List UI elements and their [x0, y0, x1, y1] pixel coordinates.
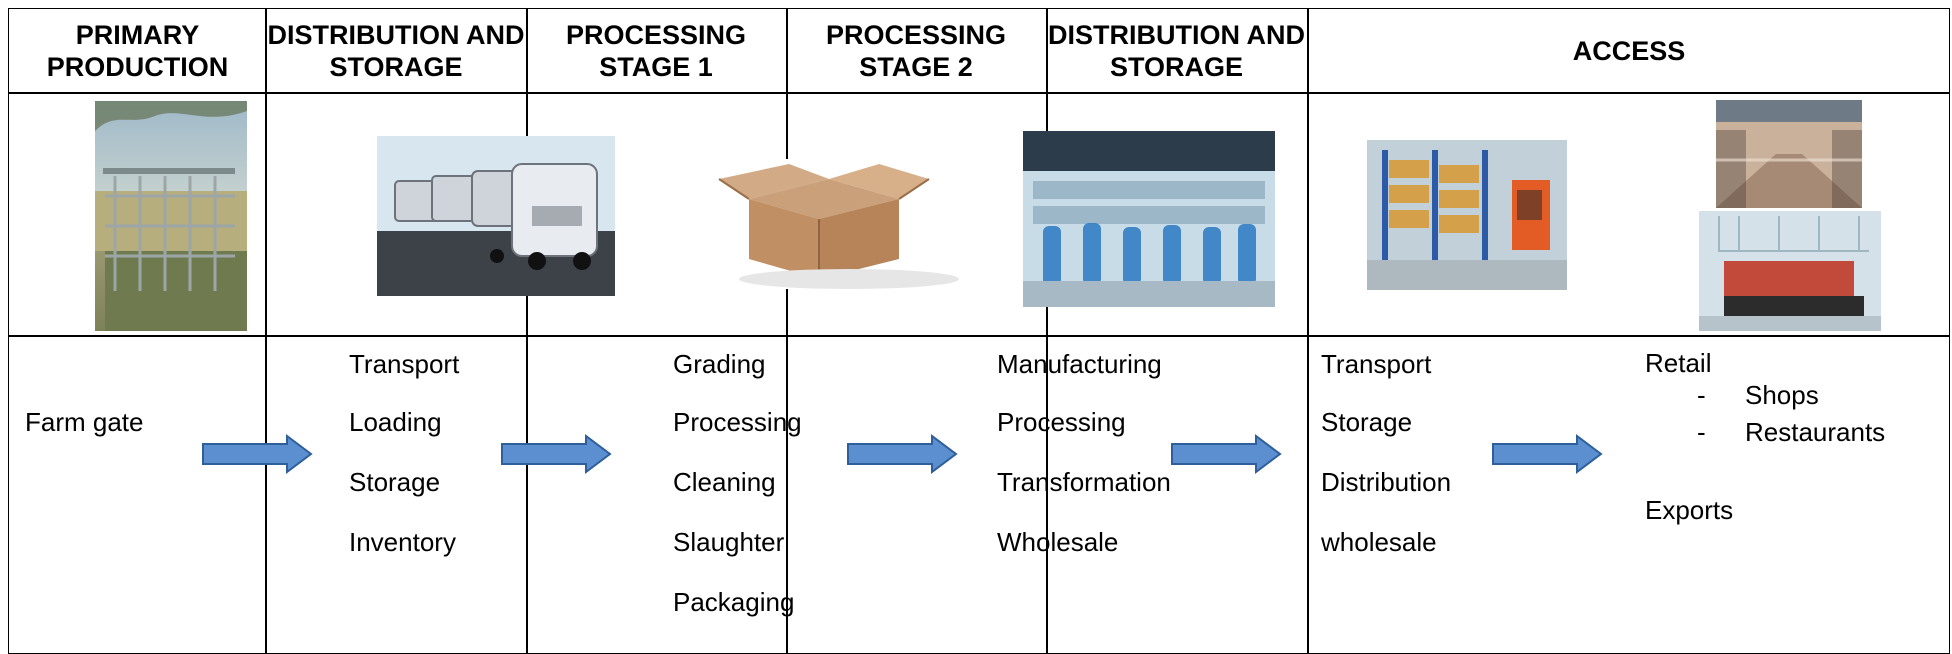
mall-illustration: [1716, 100, 1862, 208]
col5-item-text: Transport: [1321, 349, 1432, 379]
col5-item-text: wholesale: [1321, 527, 1437, 557]
flow-arrow-5: [1492, 434, 1603, 474]
header-distribution-storage-1: DISTRIBUTION AND STORAGE: [266, 9, 526, 93]
header-text: DISTRIBUTION AND STORAGE: [1048, 20, 1305, 82]
header-access: ACCESS: [1307, 9, 1951, 93]
column-divider: [1046, 9, 1048, 653]
trucks-image: [377, 136, 615, 296]
col5-item-text: Storage: [1321, 407, 1413, 437]
col3-item: Grading: [673, 349, 766, 379]
col5-item: Transport: [1321, 349, 1431, 379]
header-distribution-storage-2: DISTRIBUTION AND STORAGE: [1046, 9, 1307, 93]
column-divider: [526, 9, 528, 653]
col5-item: Storage: [1321, 407, 1412, 437]
factory-illustration: [1023, 131, 1275, 307]
col3-item: Slaughter: [673, 527, 784, 557]
retail-subitem: Shops: [1745, 380, 1819, 410]
farm-gate-illustration: [95, 101, 247, 331]
col2-item-text: Loading: [349, 407, 442, 437]
column-divider: [1307, 9, 1309, 653]
col5-item-text: Distribution: [1321, 467, 1452, 497]
col3-item-text: Grading: [673, 349, 766, 379]
row-divider: [9, 335, 1949, 337]
ship-illustration: [1699, 211, 1881, 331]
bullet-text: -: [1697, 380, 1706, 410]
col1-text: Farm gate: [25, 407, 144, 437]
column-divider: [265, 9, 267, 653]
col2-item: Storage: [349, 467, 440, 497]
header-processing-stage-1: PROCESSING STAGE 1: [526, 9, 786, 93]
header-primary-production: PRIMARY PRODUCTION: [9, 9, 266, 93]
exports-label: Exports: [1645, 495, 1733, 525]
export-ship-image: [1699, 211, 1881, 331]
retail-bullet: -: [1697, 417, 1706, 447]
arrow-shape: [501, 434, 612, 474]
col4-item: Manufacturing: [997, 349, 1162, 379]
col3-item: Cleaning: [673, 467, 776, 497]
flow-arrow-2: [501, 434, 612, 474]
col2-item-text: Inventory: [349, 527, 456, 557]
warehouse-image: [1367, 140, 1567, 290]
column-divider: [786, 9, 788, 653]
exports-text: Exports: [1645, 495, 1734, 525]
retail-subitem-text: Restaurants: [1745, 417, 1886, 447]
retail-bullet: -: [1697, 380, 1706, 410]
flow-arrow-1: [202, 434, 313, 474]
col4-item: Processing: [997, 407, 1126, 437]
header-text: DISTRIBUTION AND STORAGE: [267, 20, 525, 82]
flow-arrow-3: [847, 434, 958, 474]
col4-item: Transformation: [997, 467, 1171, 497]
col4-item-text: Manufacturing: [997, 349, 1162, 379]
col2-item: Inventory: [349, 527, 456, 557]
header-processing-stage-2: PROCESSING STAGE 2: [786, 9, 1046, 93]
flow-arrow-4: [1171, 434, 1282, 474]
header-text: PRIMARY PRODUCTION: [46, 20, 229, 82]
col3-item: Packaging: [673, 587, 794, 617]
col4-item-text: Transformation: [997, 467, 1171, 497]
bullet-text: -: [1697, 417, 1706, 447]
arrow-shape: [202, 434, 313, 474]
retail-title-text: Retail: [1645, 348, 1712, 378]
col5-item: wholesale: [1321, 527, 1437, 557]
col3-item-text: Cleaning: [673, 467, 776, 497]
header-text: PROCESSING STAGE 2: [825, 20, 1007, 82]
col3-item-text: Packaging: [673, 587, 795, 617]
box-image: [679, 159, 959, 289]
retail-mall-image: [1716, 100, 1862, 208]
box-illustration: [679, 159, 959, 289]
factory-image: [1023, 131, 1275, 307]
col3-item: Processing: [673, 407, 802, 437]
retail-title: Retail: [1645, 348, 1711, 378]
row-divider: [9, 92, 1949, 94]
header-text: PROCESSING STAGE 1: [565, 20, 747, 82]
farm-gate-label: Farm gate: [25, 407, 144, 437]
trucks-illustration: [377, 136, 615, 296]
col2-item: Loading: [349, 407, 442, 437]
retail-subitem: Restaurants: [1745, 417, 1885, 447]
col4-item: Wholesale: [997, 527, 1118, 557]
col2-item-text: Storage: [349, 467, 441, 497]
col5-item: Distribution: [1321, 467, 1451, 497]
col4-item-text: Wholesale: [997, 527, 1119, 557]
arrow-shape: [847, 434, 958, 474]
col2-item-text: Transport: [349, 349, 460, 379]
supply-chain-table: PRIMARY PRODUCTION DISTRIBUTION AND STOR…: [8, 8, 1950, 654]
farm-gate-image: [95, 101, 247, 331]
arrow-shape: [1492, 434, 1603, 474]
header-text: ACCESS: [1572, 36, 1686, 66]
col3-item-text: Processing: [673, 407, 802, 437]
col4-item-text: Processing: [997, 407, 1126, 437]
col2-item: Transport: [349, 349, 459, 379]
arrow-shape: [1171, 434, 1282, 474]
col3-item-text: Slaughter: [673, 527, 785, 557]
retail-subitem-text: Shops: [1745, 380, 1819, 410]
warehouse-illustration: [1367, 140, 1567, 290]
